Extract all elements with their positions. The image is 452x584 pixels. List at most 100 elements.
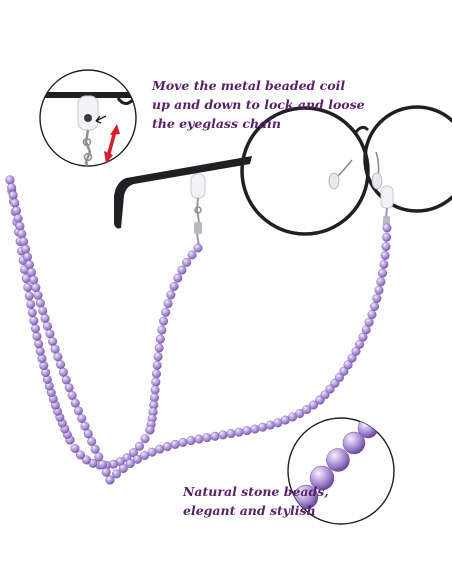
bead bbox=[280, 415, 290, 425]
bead bbox=[27, 267, 37, 277]
bead bbox=[265, 420, 275, 430]
bead bbox=[379, 259, 389, 269]
bead bbox=[202, 433, 212, 443]
bead bbox=[159, 316, 169, 326]
bead bbox=[178, 437, 188, 447]
coil-instruction-caption: Move the metal beaded coil up and down t… bbox=[152, 76, 365, 133]
bead bbox=[24, 291, 34, 301]
bead bbox=[34, 339, 44, 349]
bead bbox=[161, 307, 171, 317]
bead bbox=[339, 366, 349, 376]
bead bbox=[70, 398, 80, 408]
bead bbox=[376, 277, 386, 287]
bead bbox=[31, 324, 41, 334]
bead bbox=[151, 377, 161, 387]
bead bbox=[218, 430, 228, 440]
bead bbox=[182, 257, 192, 267]
bead bbox=[80, 421, 90, 431]
bead bbox=[67, 390, 77, 400]
bead bbox=[61, 375, 71, 385]
bead bbox=[151, 369, 161, 379]
bead bbox=[343, 360, 353, 370]
bead bbox=[132, 454, 142, 464]
caption-line: elegant and stylish bbox=[183, 503, 316, 518]
pointer-arrow-icon bbox=[95, 115, 107, 122]
bead bbox=[374, 285, 384, 295]
bead bbox=[23, 252, 33, 262]
bead bbox=[73, 406, 83, 416]
bead bbox=[56, 360, 66, 370]
bead bbox=[50, 344, 60, 354]
bridge bbox=[354, 125, 370, 133]
bead bbox=[173, 273, 183, 283]
bead bbox=[351, 346, 361, 356]
bead bbox=[154, 343, 164, 353]
bead bbox=[309, 400, 319, 410]
bead bbox=[31, 283, 41, 293]
bead bbox=[87, 437, 97, 447]
bead bbox=[210, 431, 220, 441]
bead bbox=[23, 282, 33, 292]
bead bbox=[367, 310, 377, 320]
top-zoom-callout bbox=[39, 69, 137, 167]
bead bbox=[295, 409, 305, 419]
beaded-chain-icon bbox=[5, 175, 392, 485]
bead bbox=[381, 241, 391, 251]
beads-feature-caption: Natural stone beads, elegant and stylish bbox=[183, 482, 329, 520]
bead bbox=[10, 198, 20, 208]
bead bbox=[5, 175, 15, 185]
bead bbox=[152, 360, 162, 370]
bead bbox=[335, 372, 345, 382]
large-bead bbox=[326, 448, 350, 472]
bead bbox=[250, 424, 260, 434]
bead bbox=[70, 443, 80, 453]
bead bbox=[128, 448, 138, 458]
caption-line: Move the metal beaded coil bbox=[152, 78, 346, 93]
bead bbox=[242, 426, 252, 436]
bead bbox=[166, 290, 176, 300]
bead bbox=[53, 352, 63, 362]
bead bbox=[19, 236, 29, 246]
bead bbox=[94, 452, 104, 462]
bead bbox=[194, 434, 204, 444]
bead bbox=[258, 422, 268, 432]
bead bbox=[43, 321, 53, 331]
bead bbox=[75, 450, 85, 460]
left-connector-icon bbox=[190, 173, 206, 247]
bead bbox=[347, 353, 357, 363]
bead bbox=[378, 268, 388, 278]
right-lens-rim bbox=[363, 105, 452, 213]
large-bead bbox=[309, 465, 335, 491]
bead bbox=[163, 299, 173, 309]
bead bbox=[81, 455, 91, 465]
bead bbox=[25, 260, 35, 270]
bead bbox=[35, 298, 45, 308]
bead bbox=[234, 427, 244, 437]
bead bbox=[29, 275, 39, 285]
bead bbox=[64, 383, 74, 393]
temple-arm bbox=[114, 156, 252, 229]
eyeglasses-icon bbox=[114, 105, 452, 236]
bead bbox=[226, 429, 236, 439]
bead bbox=[29, 316, 39, 326]
bead bbox=[17, 229, 27, 239]
bead bbox=[105, 475, 115, 485]
bead bbox=[380, 250, 390, 260]
bead bbox=[125, 459, 135, 469]
bead bbox=[157, 325, 167, 335]
bead bbox=[15, 221, 25, 231]
bead bbox=[45, 329, 55, 339]
bead bbox=[150, 385, 160, 395]
bead bbox=[177, 265, 187, 275]
double-headed-arrow-icon bbox=[104, 124, 120, 164]
bead bbox=[186, 436, 196, 446]
caption-line: Natural stone beads, bbox=[183, 484, 329, 499]
bead bbox=[169, 281, 179, 291]
bead bbox=[140, 434, 150, 444]
bead bbox=[48, 337, 58, 347]
bead bbox=[90, 444, 100, 454]
bead bbox=[101, 467, 111, 477]
bead bbox=[302, 405, 312, 415]
bead bbox=[13, 213, 23, 223]
bead bbox=[153, 352, 163, 362]
